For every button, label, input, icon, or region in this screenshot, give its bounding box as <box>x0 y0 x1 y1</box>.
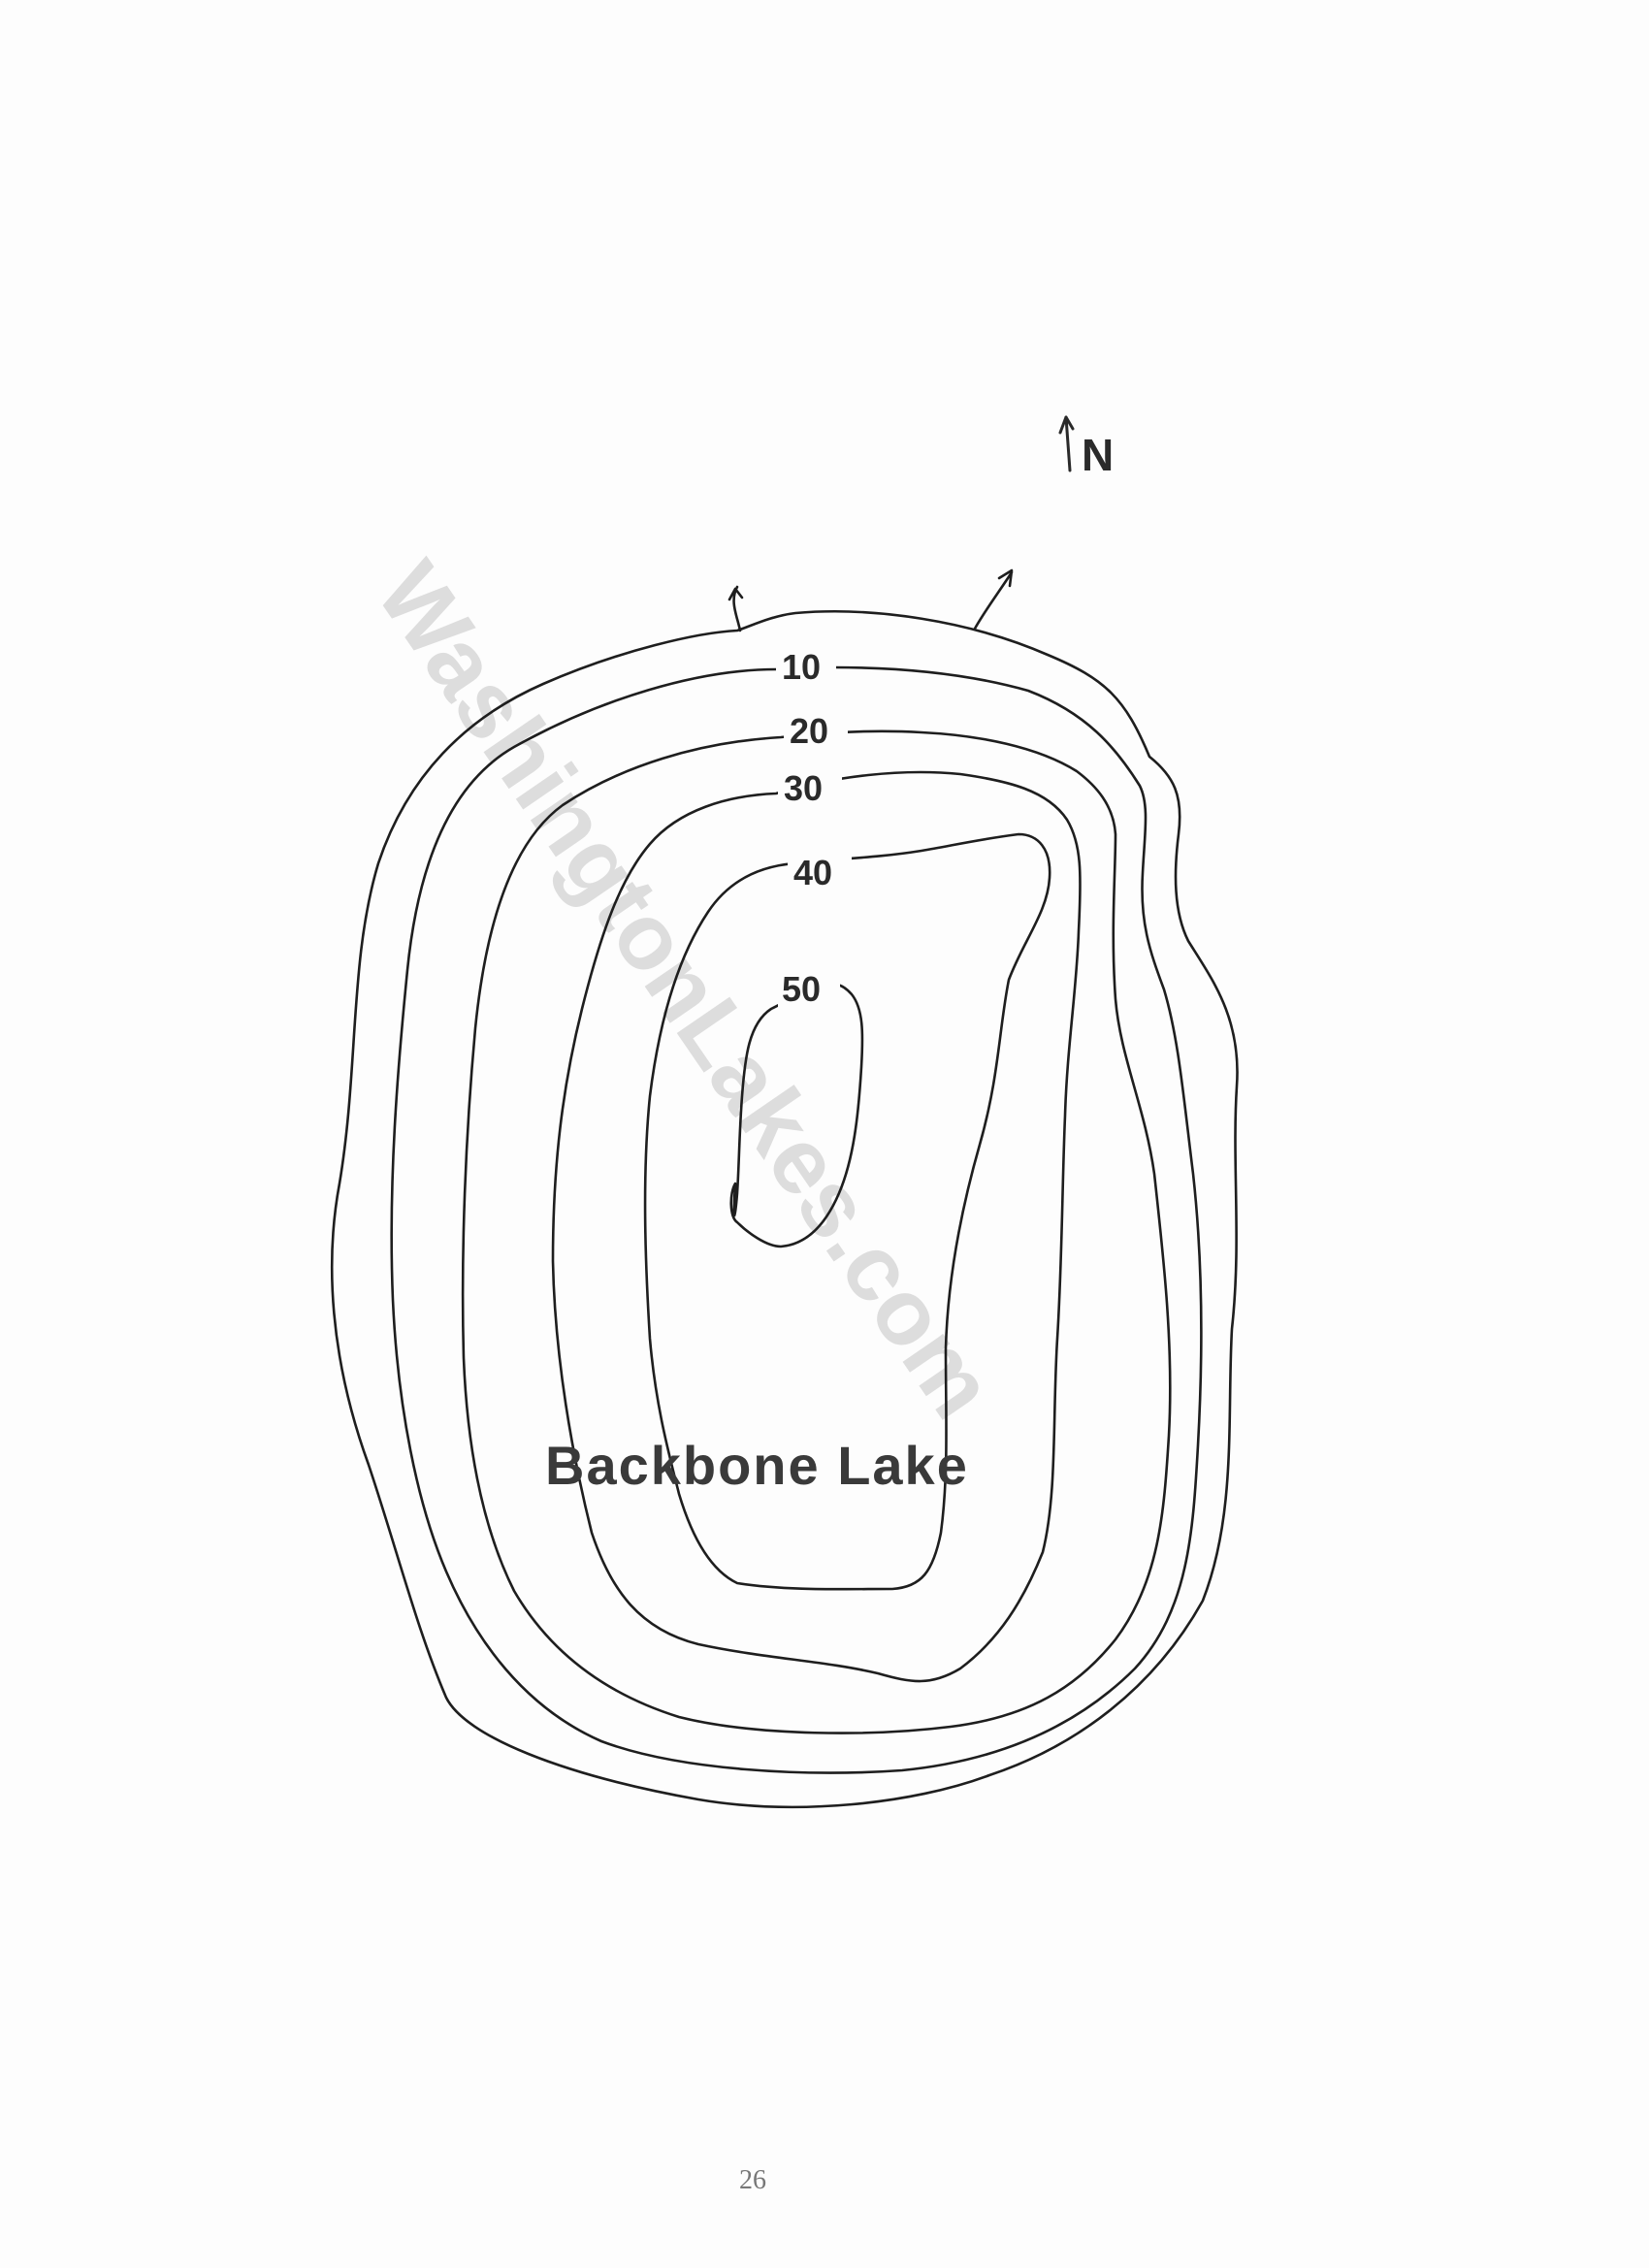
depth-label-10: 10 <box>782 647 821 687</box>
depth-contour-10 <box>390 665 1203 1774</box>
inlet-arrow <box>728 585 744 632</box>
shoreline-contour <box>330 610 1239 1809</box>
outlet-arrow <box>973 568 1014 631</box>
north-arrow-icon <box>1058 415 1075 472</box>
depth-label-20: 20 <box>790 711 828 751</box>
depth-contour-50 <box>729 983 864 1248</box>
depth-contour-30 <box>551 770 1082 1683</box>
depth-contour-20 <box>461 729 1172 1734</box>
depth-contour-40 <box>643 832 1051 1591</box>
depth-label-40: 40 <box>793 853 832 892</box>
watermark: WashingtonLakes.com <box>357 544 1015 1436</box>
page-number: 26 <box>739 2165 766 2195</box>
depth-label-50: 50 <box>782 969 821 1009</box>
depth-label-30: 30 <box>784 768 823 808</box>
north-label: N <box>1082 430 1114 480</box>
map-title: Backbone Lake <box>545 1435 969 1496</box>
